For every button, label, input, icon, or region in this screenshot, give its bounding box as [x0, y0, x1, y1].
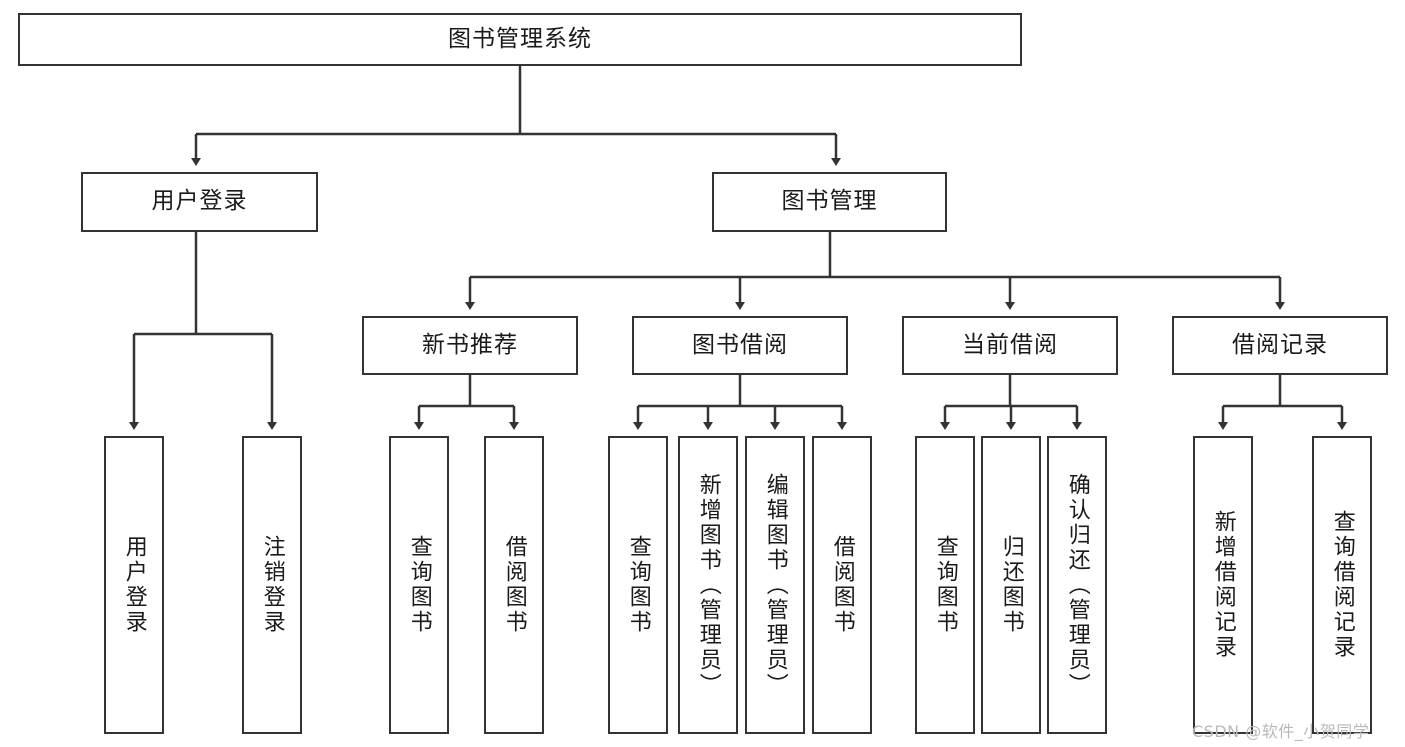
- leaf-book-borrow-borrow[interactable]: 借阅图书: [812, 436, 872, 734]
- leaf-current-borrow-confirm-return[interactable]: 确认归还（管理员）: [1047, 436, 1107, 734]
- leaf-user-login-logout[interactable]: 注销登录: [242, 436, 302, 734]
- csdn-watermark: CSDN @软件_小贺同学: [1192, 722, 1370, 741]
- leaf-borrow-record-add[interactable]: 新增借阅记录: [1193, 436, 1253, 734]
- node-new-book-recommend[interactable]: 新书推荐: [362, 316, 578, 375]
- node-root-system[interactable]: 图书管理系统: [18, 13, 1022, 66]
- leaf-current-borrow-return[interactable]: 归还图书: [981, 436, 1041, 734]
- node-borrow-record[interactable]: 借阅记录: [1172, 316, 1388, 375]
- node-book-borrow[interactable]: 图书借阅: [632, 316, 848, 375]
- leaf-new-book-borrow[interactable]: 借阅图书: [484, 436, 544, 734]
- leaf-book-borrow-edit[interactable]: 编辑图书（管理员）: [745, 436, 805, 734]
- leaf-new-book-query[interactable]: 查询图书: [389, 436, 449, 734]
- node-current-borrow[interactable]: 当前借阅: [902, 316, 1118, 375]
- leaf-book-borrow-add[interactable]: 新增图书（管理员）: [678, 436, 738, 734]
- leaf-borrow-record-query[interactable]: 查询借阅记录: [1312, 436, 1372, 734]
- leaf-book-borrow-query[interactable]: 查询图书: [608, 436, 668, 734]
- node-book-management[interactable]: 图书管理: [712, 172, 947, 232]
- node-user-login[interactable]: 用户登录: [81, 172, 318, 232]
- leaf-user-login-login[interactable]: 用户登录: [104, 436, 164, 734]
- leaf-current-borrow-query[interactable]: 查询图书: [915, 436, 975, 734]
